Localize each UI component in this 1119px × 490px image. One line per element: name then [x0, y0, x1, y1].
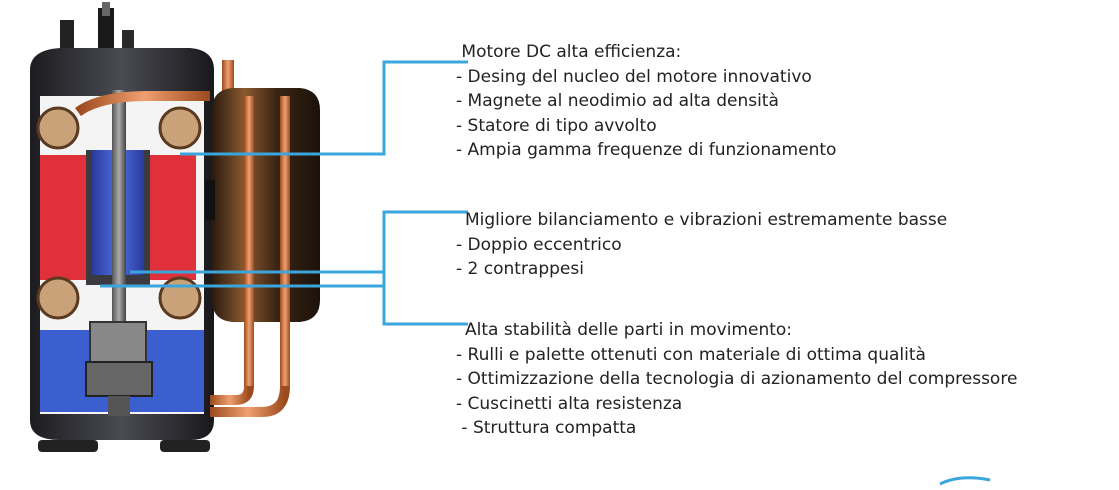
stator-coil-right — [150, 155, 196, 280]
callout-balance: Migliore bilanciamento e vibrazioni estr… — [456, 208, 947, 282]
callout-item: - Statore di tipo avvolto — [456, 115, 657, 136]
callout-item: - 2 contrappesi — [456, 259, 584, 279]
compressor-shell — [30, 48, 214, 452]
accumulator — [205, 60, 320, 417]
shaft — [112, 90, 126, 350]
callout-motor: Motore DC alta efficienza: - Desing del … — [456, 40, 836, 163]
callout-item: - Desing del nucleo del motore innovativ… — [456, 66, 812, 87]
leader-lines — [100, 60, 468, 326]
callout-stability: Alta stabilità delle parti in movimento:… — [456, 318, 1017, 441]
callout-title: Motore DC alta efficienza: — [456, 42, 682, 62]
callout-title: Alta stabilità delle parti in movimento: — [465, 320, 793, 340]
callout-item: - Cuscinetti alta resistenza — [456, 393, 683, 414]
callout-item: - Struttura compatta — [456, 418, 637, 438]
callout-item: - Magnete al neodimio ad alta densità — [456, 91, 779, 111]
callout-item: - Doppio eccentrico — [456, 234, 622, 255]
callout-title: Migliore bilanciamento e vibrazioni estr… — [465, 210, 948, 230]
callout-item: - Rulli e palette ottenuti con materiale… — [456, 344, 926, 365]
callout-item: - Ottimizzazione della tecnologia di azi… — [456, 369, 1018, 389]
callout-item: - Ampia gamma frequenze di funzionamento — [456, 140, 837, 160]
stator-coil-left — [40, 155, 86, 280]
logo-arc — [939, 476, 991, 486]
